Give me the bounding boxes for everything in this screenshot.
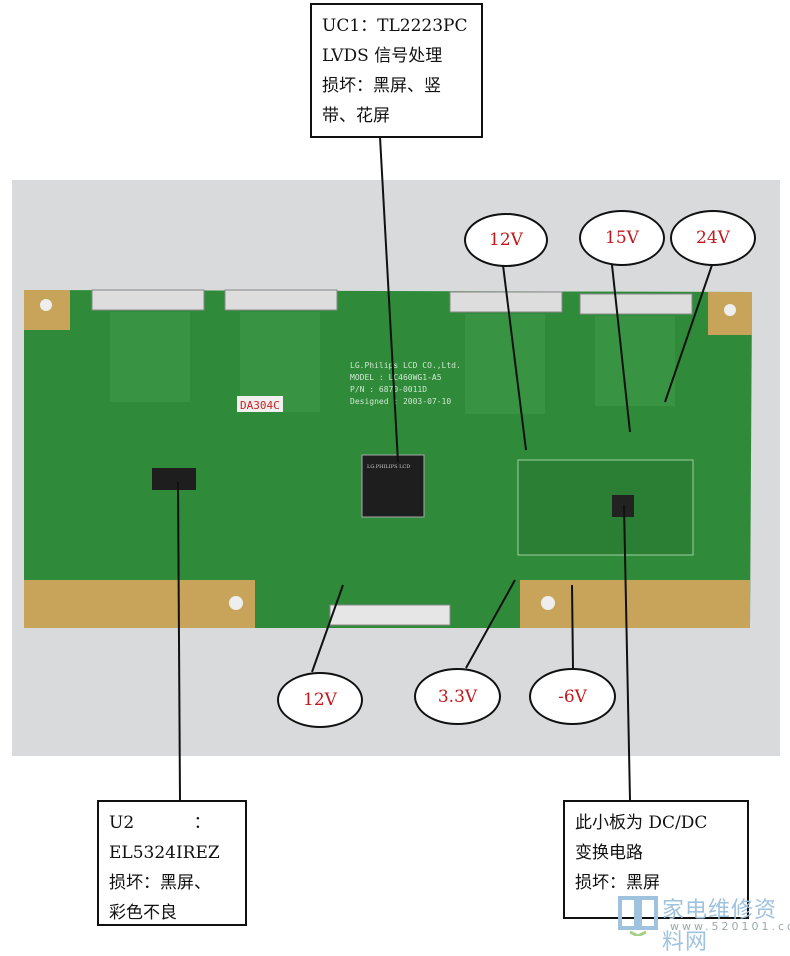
voltage-12v-top: 12V [464,213,548,267]
callout-line: 彩色不良 [109,903,177,923]
watermark-logo: 家电维修资料网 www.520101.com [612,890,790,955]
silkscreen-line: LG.Philips LCD CO.,Ltd. [350,361,461,370]
callout-line: 损坏：黑屏、 [109,873,211,893]
callout-line: 变换电路 [575,843,643,863]
voltage-3v3: 3.3V [414,668,501,725]
voltage-15v: 15V [579,210,665,266]
pcb-board: LG.PHILIPS LCD DA304C LG.Philips LCD CO.… [24,289,752,628]
silkscreen-line: Designed : 2003-07-10 [350,397,451,406]
callout-line: 损坏：黑屏、竖 [322,76,441,96]
silkscreen-line: MODEL : LC460WG1-A5 [350,373,442,382]
callout-line: 此小板为 DC/DC [575,813,708,833]
silkscreen-line: P/N : 6870-0011D [350,385,427,394]
sticker-label: DA304C [240,399,280,412]
watermark-url: www.520101.com [670,920,790,933]
callout-line: U2 ： [109,813,211,833]
callout-line: EL5324IREZ [109,843,220,863]
voltage-neg6v: -6V [529,668,616,725]
chip-label: LG.PHILIPS LCD [367,464,410,470]
callout-line: UC1：TL2223PC [322,16,468,36]
callout-line: LVDS 信号处理 [322,46,443,66]
callout-line: 带、花屏 [322,106,390,126]
leader-lines [177,136,713,801]
uc1-callout: UC1：TL2223PC LVDS 信号处理 损坏：黑屏、竖 带、花屏 [310,3,483,138]
dcdc-callout: 此小板为 DC/DC 变换电路 损坏：黑屏 [563,800,749,919]
book-icon [618,896,658,936]
u2-callout: U2 ： EL5324IREZ 损坏：黑屏、 彩色不良 [97,800,247,926]
voltage-12v-bottom: 12V [277,672,363,728]
callout-line: 损坏：黑屏 [575,873,660,893]
voltage-24v: 24V [670,210,756,266]
